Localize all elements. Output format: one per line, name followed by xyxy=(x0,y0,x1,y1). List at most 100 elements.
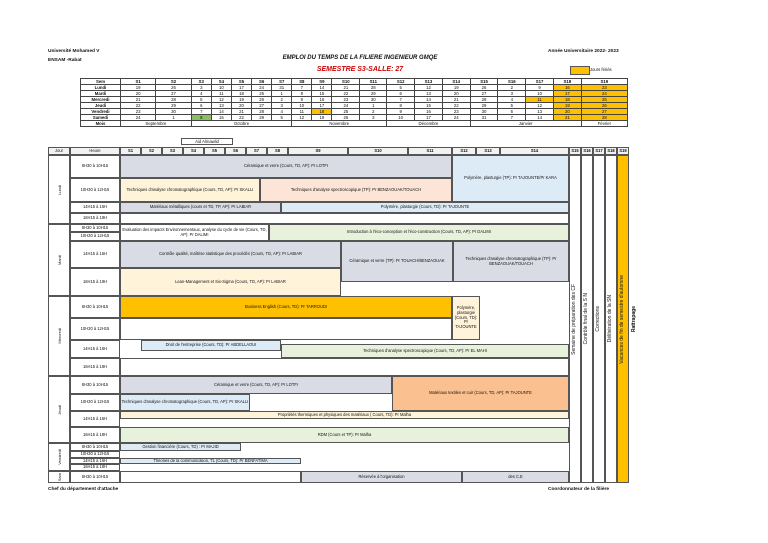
cal-month-4: Janvier xyxy=(469,120,582,127)
col-corrections: Corrections xyxy=(593,155,605,483)
grid-week-S9: S9 xyxy=(288,147,348,155)
footer-chef-departement: Chef du département d'attache xyxy=(48,487,119,492)
cal-month-2: Novembre xyxy=(291,120,388,127)
day-label-samedi: Sam xyxy=(48,471,70,483)
course-ceramique-lotfi-jeu: Céramique et verre (Cours, TD, AP): Pr L… xyxy=(120,376,392,394)
grid-week-S13: S13 xyxy=(476,147,500,155)
grid-week-S2: S2 xyxy=(141,147,162,155)
col-heure-header: Heure xyxy=(70,147,120,155)
grid-week-S15: S15 xyxy=(569,147,581,155)
col-rattrapage-text: Rattrapage xyxy=(631,305,638,333)
slot-empty-mer4 xyxy=(120,358,569,376)
col-vacances-text: Vacances de fin de semestre d'automne xyxy=(619,274,626,364)
grid-week-S16: S16 xyxy=(581,147,593,155)
cal-month-1: Octobre xyxy=(190,120,293,127)
col-controle-final-text: Contrôle final de la S N xyxy=(583,293,590,345)
slot-mardi-4: 16H15 à 18H xyxy=(70,268,120,296)
slot-mercredi-4: 16H15 à 18H xyxy=(70,358,120,376)
course-materiaux-labiar-lun: Matériaux métalliques (cours et TD, TP, … xyxy=(120,202,281,213)
course-droit-abdellaoui-mer: Droit de l'entreprise (Cours, TD): Pr AB… xyxy=(141,340,281,351)
cal-row-label-mois: Mois xyxy=(80,120,121,127)
grid-week-S14: S14 xyxy=(500,147,569,155)
slot-mercredi-1: 8H30 à 10H15 xyxy=(70,296,120,318)
grid-week-S1: S1 xyxy=(120,147,141,155)
slot-vendredi-2: 10H30 à 12H15 xyxy=(70,451,120,458)
grid-week-S6: S6 xyxy=(225,147,246,155)
col-preparation-cf: Semaine de préparation des CF xyxy=(569,155,581,483)
slot-mercredi-2: 10H30 à 12H15 xyxy=(70,318,120,340)
day-label-jeudi: Jeudi xyxy=(48,376,70,443)
slot-jeudi-1: 8H30 à 10H15 xyxy=(70,376,120,394)
school-name: ENSAM -Rabat xyxy=(48,58,82,63)
grid-week-S10: S10 xyxy=(348,147,408,155)
cal-month-0: Septembre xyxy=(120,120,192,127)
day-label-mardi: Mardi xyxy=(48,224,70,296)
course-textiles-tajounte-jeu: Matériaux textiles et cuir (Cours, TD, A… xyxy=(392,376,569,411)
course-gestion-majid-ven: Gestion financière (Cours, TD) : Pr MAJI… xyxy=(120,443,241,451)
day-label-jeudi-text: Jeudi xyxy=(56,404,62,415)
course-proprietes-malha-jeu: Propriétés thermiques et physiques des m… xyxy=(120,411,569,419)
col-deliberation: Délibération de la SN xyxy=(605,155,617,483)
slot-vendredi-3: 14H15 à 16H xyxy=(70,458,120,464)
slot-empty-lun4 xyxy=(120,213,569,224)
col-deliberation-text: Délibération de la SN xyxy=(607,295,614,343)
course-impacts-dalimi-mar: Evaluation des impacts Environnementaux,… xyxy=(120,224,269,241)
course-ceramique-tp-mar: Céramique et verre (TP): Pr TOUACH/BENZA… xyxy=(341,241,453,282)
semester-title: SEMESTRE S3-SALLE: 27 xyxy=(316,66,404,73)
day-label-vendredi: Vendredi xyxy=(48,443,70,471)
course-rdm-malha-jeu: RDM (Cours et TP): Pr Malha xyxy=(120,427,569,443)
course-business-english-mer: Business English (Cours, TD): Pr TARROUD… xyxy=(120,296,452,318)
slot-jeudi-4: 16H15 à 18H xyxy=(70,427,120,443)
slot-samedi-1: 8H30 à 10H15 xyxy=(70,471,120,483)
day-label-vendredi-text: Vendredi xyxy=(56,449,62,465)
course-spectro-tp-lun: Techniques d'analyse spectroscopique (TP… xyxy=(260,178,452,202)
cal-month-3: Décembre xyxy=(386,120,471,127)
grid-week-S3: S3 xyxy=(162,147,183,155)
course-spectro-elmahi-mer: Techniques d'analyse spectroscopique (Co… xyxy=(281,344,569,358)
page-title: EMPLOI DU TEMPS DE LA FILIERE INGENIEUR … xyxy=(282,55,438,61)
course-chromato-skalli-lun: Techniques d'analyse chromatographique (… xyxy=(120,178,260,202)
grid-week-S18: S18 xyxy=(605,147,617,155)
course-polymere-cours-lun: Polymère, plasturgie (Cours, TD): Pr TAJ… xyxy=(281,202,569,213)
grid-week-S17: S17 xyxy=(593,147,605,155)
slot-mardi-3: 14H15 à 16H xyxy=(70,241,120,268)
day-label-lundi: Lundi xyxy=(48,155,70,224)
cal-month-5: Février xyxy=(580,120,629,127)
col-jour-header: Jour xyxy=(48,147,70,155)
col-controle-final: Contrôle final de la S N xyxy=(581,155,593,483)
slot-lundi-1: 8H30 à 10H15 xyxy=(70,155,120,178)
course-lean-labiar-mar: Lean-Management et Six-Sigma (Cours, TD,… xyxy=(120,268,341,296)
slot-lundi-2: 10H30 à 12H15 xyxy=(70,178,120,202)
grid-week-S5: S5 xyxy=(204,147,225,155)
slot-empty-mer2 xyxy=(120,318,452,340)
col-preparation-cf-text: Semaine de préparation des CF xyxy=(571,283,578,355)
grid-week-S8: S8 xyxy=(267,147,288,155)
col-rattrapage: Rattrapage xyxy=(629,155,641,483)
course-ecoconception-mar: Introduction à l'éco-conception et l'éco… xyxy=(269,224,569,241)
reserved-ce: des C.E xyxy=(462,471,569,483)
slot-vendredi-4: 16H15 à 18H xyxy=(70,464,120,471)
university-name: Université Mohamed V xyxy=(48,49,100,54)
course-controle-qualite-mar: Contrôle qualité, maîtrise statistique d… xyxy=(120,241,341,268)
holiday-legend-label: Jours fériés xyxy=(590,67,612,72)
grid-week-S12: S12 xyxy=(452,147,476,155)
course-chromato-skalli-jeu: Techniques d'analyse chromatographique (… xyxy=(120,394,250,411)
day-label-mercredi-text: Mercredi xyxy=(56,328,62,344)
footer-coordonnateur: Coordonnateur de la filière xyxy=(548,487,610,492)
reserved-organisation: Réservée à l'organisation xyxy=(301,471,462,483)
grid-week-S7: S7 xyxy=(246,147,267,155)
day-label-lundi-text: Lundi xyxy=(56,184,62,195)
col-corrections-text: Corrections xyxy=(595,306,602,332)
course-ceramique-lotfi-lun: Céramique et verre (Cours, TD, AP): Pr L… xyxy=(120,155,452,178)
course-polymere-mer: Polymère, plasturgie (Cours, TD): Pr TAJ… xyxy=(452,296,480,340)
course-communication-ven: Théories de la communication, TL (Cours,… xyxy=(120,458,301,464)
slot-vendredi-1: 8H30 à 10H15 xyxy=(70,443,120,451)
course-polymere-tp-lun: Polymère, plasturgie (TP): Pr TAJOUNTE/P… xyxy=(452,155,569,202)
course-chromato-tp-mar: Techniques d'analyse chromatographique (… xyxy=(453,241,569,282)
grid-week-S11: S11 xyxy=(408,147,452,155)
aid-note: Aid Almawlid xyxy=(181,138,233,145)
academic-year: Année Universitaire 2022- 2023 xyxy=(548,49,619,54)
slot-lundi-4: 16H15 à 18H xyxy=(70,213,120,224)
day-label-mardi-text: Mardi xyxy=(56,254,62,265)
